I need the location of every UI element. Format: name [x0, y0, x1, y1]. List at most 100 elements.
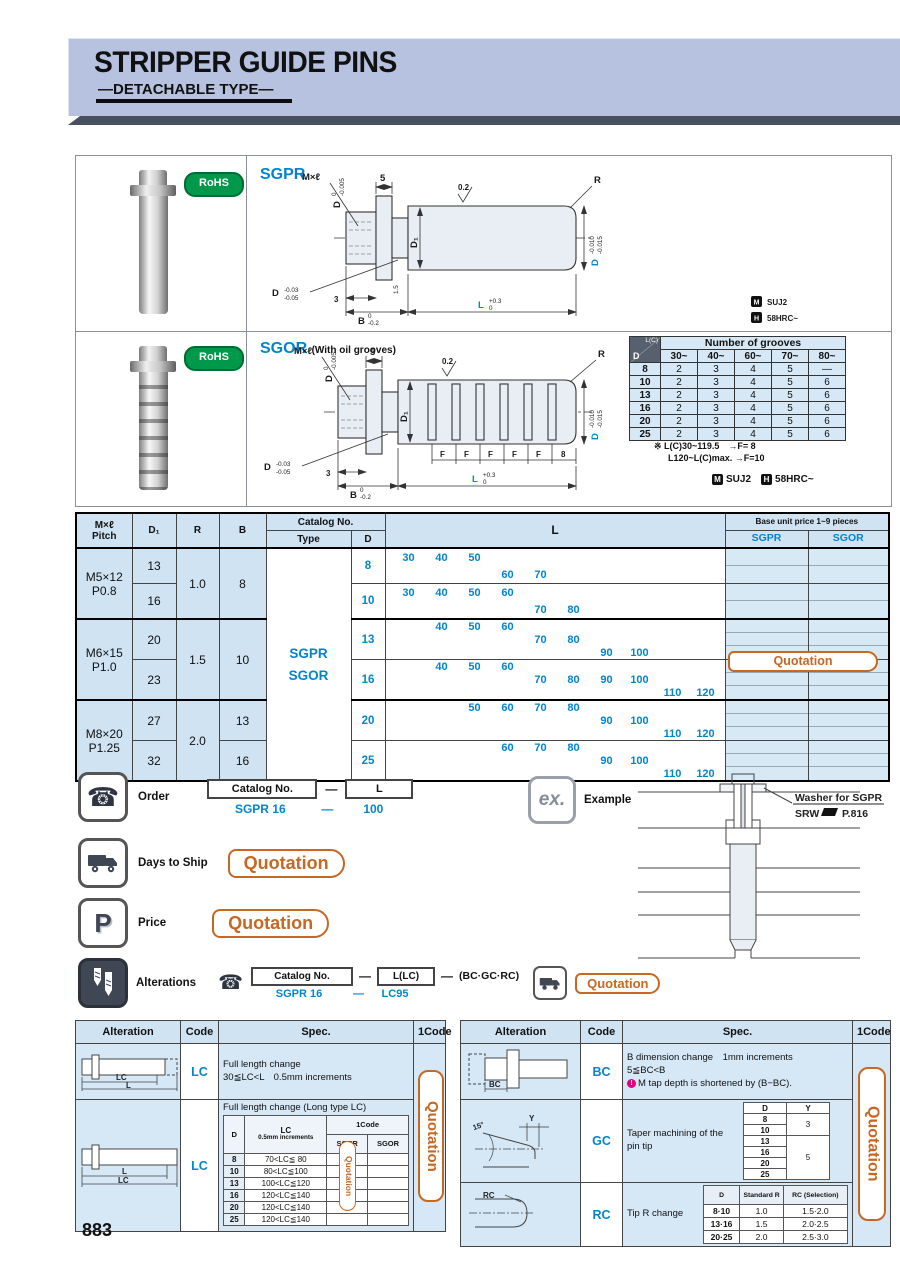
svg-text:-0.03: -0.03 [276, 461, 291, 468]
truck-icon-small [533, 966, 568, 1000]
days-to-ship-section: Days to Ship Quotation [78, 838, 345, 888]
gc-diagram-cell: Y 15° [460, 1099, 581, 1183]
days-to-ship-label: Days to Ship [138, 857, 208, 869]
page-title: STRIPPER GUIDE PINS [94, 46, 397, 79]
svg-text:M×ℓ: M×ℓ [302, 172, 320, 183]
order-label: Order [138, 791, 170, 803]
alterations-quotation-badge: Quotation [575, 972, 661, 994]
svg-text:LC: LC [116, 1073, 127, 1082]
length-lc-box: L(LC) [377, 966, 435, 986]
svg-text:-0.015: -0.015 [597, 236, 604, 254]
svg-text:0: 0 [483, 479, 487, 486]
svg-text:LC: LC [118, 1176, 129, 1185]
svg-text:Washer for SGPR: Washer for SGPR [795, 792, 883, 804]
page-subtitle: —DETACHABLE TYPE— [96, 81, 292, 103]
alteration-table-left: Alteration Code Spec. 1Code LC L LC Full… [75, 1020, 452, 1232]
order-example-length: 100 [363, 801, 384, 816]
sgpr-technical-drawing: M×ℓ D 0 -0.005 5 D₁ 0.2 R D -0.010 -0.01… [272, 172, 798, 327]
sgor-product-photo [118, 346, 188, 490]
price-section: P Price Quotation [78, 898, 330, 948]
svg-text:-0.010: -0.010 [589, 236, 596, 254]
code-gc: GC [580, 1099, 623, 1183]
svg-text:D: D [272, 288, 279, 299]
lc-spec-cell: Full length change 30≦LC<L 0.5mm increme… [218, 1043, 414, 1100]
svg-text:L: L [126, 1081, 131, 1090]
svg-text:BC: BC [489, 1080, 501, 1089]
svg-text:R: R [598, 349, 605, 360]
svg-text:0: 0 [331, 192, 338, 196]
rohs-badge: RoHS [184, 172, 244, 197]
example-assembly-drawing: Washer for SGPR SRW P.816 [638, 773, 884, 959]
svg-text:B: B [350, 490, 357, 501]
svg-text:D₁: D₁ [399, 411, 410, 422]
svg-text:Y: Y [529, 1114, 535, 1123]
ship-quotation-badge: Quotation [227, 848, 345, 878]
svg-text:-0.03: -0.03 [284, 287, 299, 294]
divider [76, 331, 891, 332]
hardness-icon: H [761, 474, 773, 485]
gc-diagram: Y 15° [472, 1114, 549, 1167]
alterations-label: Alterations [136, 977, 197, 989]
example-label: Example [584, 794, 632, 806]
svg-text:D₁: D₁ [409, 237, 420, 248]
svg-text:F: F [536, 450, 541, 459]
svg-text:5: 5 [370, 347, 376, 358]
svg-text:F: F [440, 450, 445, 459]
onecode-cell: Quotation [413, 1043, 446, 1232]
svg-text:M: M [754, 300, 760, 307]
catalog-ref-icon [821, 808, 838, 816]
svg-text:0: 0 [368, 313, 372, 320]
svg-text:F: F [488, 450, 493, 459]
svg-text:0: 0 [323, 366, 330, 370]
catalog-no-box: Catalog No. [251, 966, 353, 986]
lc-diagram: LC L [81, 1054, 178, 1091]
bc-diagram-cell: BC [460, 1043, 581, 1100]
svg-text:L: L [472, 474, 478, 485]
svg-text:-0.015: -0.015 [597, 410, 604, 428]
svg-text:D: D [590, 433, 601, 440]
price-icon: P [78, 898, 128, 948]
svg-text:58HRC~: 58HRC~ [767, 314, 798, 323]
svg-text:B: B [358, 316, 365, 327]
alteration-codes: (BC·GC·RC) [459, 970, 520, 982]
svg-text:D: D [324, 375, 335, 382]
svg-text:RC: RC [483, 1191, 495, 1200]
svg-text:0: 0 [360, 487, 364, 494]
svg-text:1.5: 1.5 [393, 285, 400, 294]
alterations-section: Alterations ☎ Catalog No. — L(LC) — (BC·… [78, 958, 661, 1008]
lc-long-diagram: L LC [81, 1144, 178, 1187]
onecode-quotation-badge: Quotation [857, 1066, 886, 1221]
svg-text:D: D [332, 201, 343, 208]
order-section: ☎ Order Catalog No. — L SGPR 16 — 100 [78, 772, 414, 822]
bc-spec-cell: B dimension change 1mm increments 5≦BC<B… [622, 1043, 853, 1100]
svg-text:M×ℓ: M×ℓ [294, 346, 312, 357]
table-row: 25 [743, 1168, 830, 1180]
rc-diagram-cell: RC [460, 1182, 581, 1247]
svg-text:-0.05: -0.05 [276, 469, 291, 476]
svg-text:-0.005: -0.005 [331, 352, 338, 370]
svg-text:F: F [464, 450, 469, 459]
svg-text:L: L [478, 300, 484, 311]
length-box: L [345, 778, 414, 799]
sgor-series-suffix: (With oil grooves) [311, 345, 396, 356]
oil-grooves [427, 383, 557, 441]
svg-text:5: 5 [380, 173, 386, 184]
